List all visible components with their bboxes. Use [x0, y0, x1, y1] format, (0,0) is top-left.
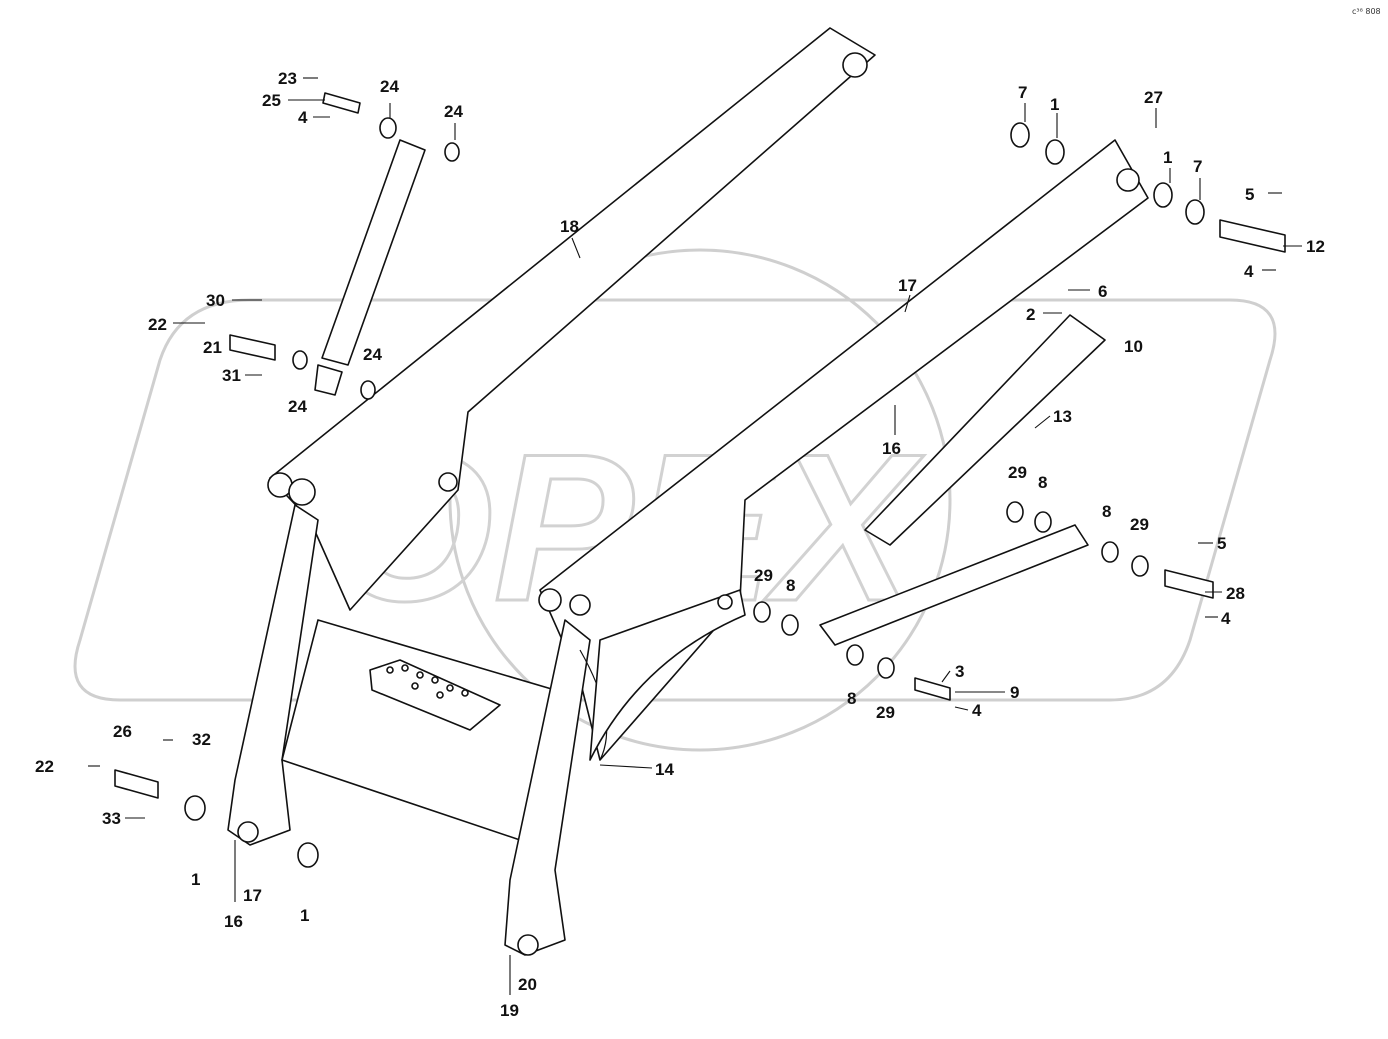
- label-8-c: 8: [786, 576, 795, 595]
- right-hydraulic-cylinder: [864, 314, 1106, 546]
- label-8-a: 8: [1038, 473, 1047, 492]
- corner-code: c³⁸ 808: [1352, 7, 1381, 16]
- label-4-d: 4: [972, 701, 982, 720]
- label-24-c: 24: [363, 345, 382, 364]
- label-8-b: 8: [1102, 502, 1111, 521]
- label-8-d: 8: [847, 689, 856, 708]
- left-upright: [227, 504, 319, 846]
- label-5-a: 5: [1245, 185, 1254, 204]
- leader-lines: [88, 77, 1302, 995]
- right-side-plate: [589, 589, 746, 761]
- part-number-labels: 23 25 4 24 24 18 30 22 21 24 31 24 7 1 2…: [35, 69, 1325, 1020]
- label-31: 31: [222, 366, 241, 385]
- label-30: 30: [206, 291, 225, 310]
- cross-member: [281, 619, 556, 841]
- label-29-c: 29: [754, 566, 773, 585]
- label-29-b: 29: [1130, 515, 1149, 534]
- label-17: 17: [243, 886, 262, 905]
- label-23: 23: [278, 69, 297, 88]
- left-boom-arm: [267, 27, 876, 611]
- label-1-b: 1: [1163, 148, 1172, 167]
- label-9: 9: [1010, 683, 1019, 702]
- label-11: 12: [1306, 237, 1325, 256]
- label-3: 3: [955, 662, 964, 681]
- label-21: 21: [203, 338, 222, 357]
- label-24-a: 24: [380, 77, 399, 96]
- label-14: 16: [882, 439, 901, 458]
- step-holes: [386, 664, 469, 699]
- pins-and-washers: [114, 92, 1286, 868]
- label-22-top: 22: [148, 315, 167, 334]
- label-15: 17: [898, 276, 917, 295]
- right-boom-arm: [538, 139, 1149, 761]
- label-1-a: 1: [1050, 95, 1059, 114]
- label-27: 27: [1144, 88, 1163, 107]
- label-2: 2: [1026, 305, 1035, 324]
- label-18: 18: [560, 217, 579, 236]
- label-1-d: 1: [300, 906, 309, 925]
- label-6: 6: [1098, 282, 1107, 301]
- lower-cylinder: [819, 524, 1089, 646]
- right-upright: [504, 619, 608, 956]
- label-4-c: 4: [1221, 609, 1231, 628]
- label-25: 25: [262, 91, 281, 110]
- label-33: 33: [102, 809, 121, 828]
- label-26: 26: [113, 722, 132, 741]
- label-22-bottom: 22: [35, 757, 54, 776]
- label-28: 28: [1226, 584, 1245, 603]
- label-29-a: 29: [1008, 463, 1027, 482]
- label-13: 14: [655, 760, 674, 779]
- label-10: 10: [1124, 337, 1143, 356]
- label-24-b: 24: [444, 102, 463, 121]
- label-32: 32: [192, 730, 211, 749]
- label-29-d: 29: [876, 703, 895, 722]
- label-7-a: 7: [1018, 83, 1027, 102]
- label-7-b: 7: [1193, 157, 1202, 176]
- label-12: 13: [1053, 407, 1072, 426]
- label-4-top: 4: [298, 108, 308, 127]
- label-16: 16: [224, 912, 243, 931]
- label-4-b: 4: [1244, 262, 1254, 281]
- left-hydraulic-cylinder: [314, 139, 426, 396]
- label-24-d: 24: [288, 397, 307, 416]
- label-20: 20: [518, 975, 537, 994]
- label-1-c: 1: [191, 870, 200, 889]
- label-19: 19: [500, 1001, 519, 1020]
- label-5-b: 5: [1217, 534, 1226, 553]
